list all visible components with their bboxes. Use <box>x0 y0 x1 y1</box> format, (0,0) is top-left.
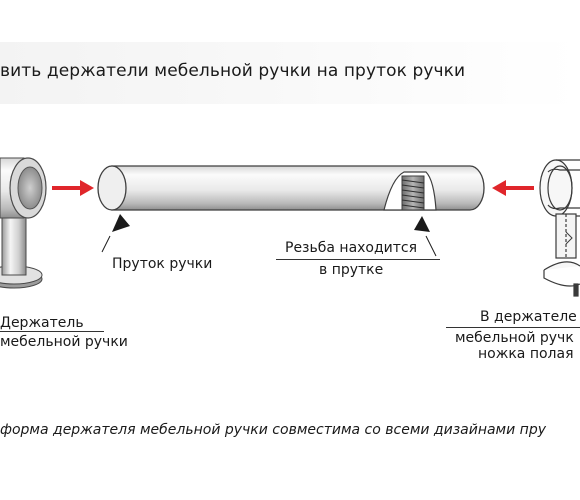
rod-illustration <box>97 165 485 211</box>
right-holder-illustration <box>539 159 580 297</box>
thread-label-line2: в прутке <box>319 262 384 278</box>
thread-label-rule <box>276 259 440 260</box>
left-holder-label-rule <box>0 331 104 332</box>
right-holder-label-line2: мебельной ручк <box>455 330 574 346</box>
left-holder-illustration <box>0 157 47 289</box>
page-title: вить держатели мебельной ручки на пруток… <box>0 61 466 81</box>
left-holder-label-line1: Держатель <box>0 315 84 331</box>
rod-pointer <box>112 214 130 232</box>
right-holder-label-rule <box>446 327 580 328</box>
left-holder-label-line2: мебельной ручки <box>0 334 128 350</box>
left-insert-arrow <box>52 180 94 196</box>
rod-label: Пруток ручки <box>112 256 213 272</box>
right-holder-label-line3: ножка полая <box>478 346 574 362</box>
thread-pointer <box>414 216 430 232</box>
right-insert-arrow <box>492 180 534 196</box>
thread-pointer-line <box>425 235 437 257</box>
footer-note: форма держателя мебельной ручки совмести… <box>0 422 546 438</box>
thread-label-line1: Резьба находится <box>285 240 418 256</box>
rod-pointer-line <box>101 235 111 253</box>
title-band <box>0 42 580 104</box>
right-holder-label-line1: В держателе <box>480 309 577 325</box>
